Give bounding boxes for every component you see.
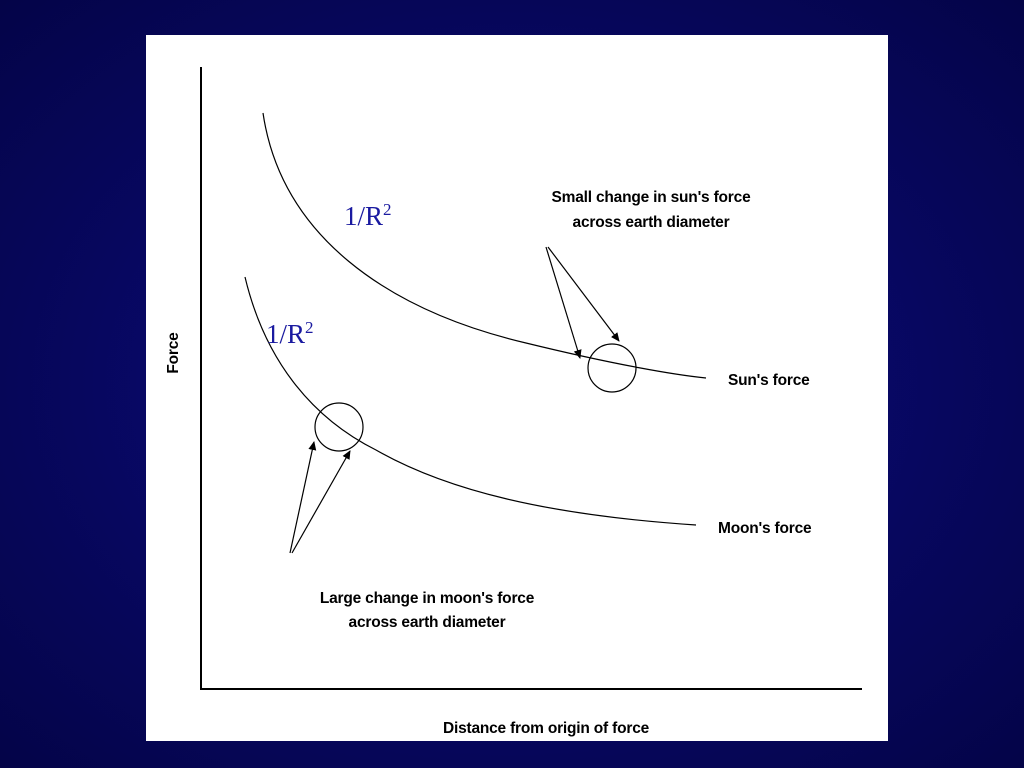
moon-formula-base: 1/R (266, 319, 305, 349)
sun-formula: 1/R2 (344, 200, 392, 231)
figure-panel: Distance from origin of force Force Sun'… (146, 35, 888, 741)
earth-circle-moon (314, 402, 364, 452)
moon-annotation-line1: Large change in moon's force (320, 590, 535, 607)
moon-arrow-left (289, 441, 317, 554)
sun-annotation-line1: Small change in sun's force (552, 189, 752, 206)
sun-curve-label: Sun's force (728, 372, 810, 389)
moon-formula: 1/R2 (266, 318, 314, 349)
y-axis-label: Force (165, 332, 182, 374)
moon-force-curve (244, 276, 697, 526)
moon-curve-label: Moon's force (718, 520, 812, 537)
x-axis-label: Distance from origin of force (443, 720, 650, 737)
sun-arrow-right (547, 246, 620, 342)
sun-formula-exp: 2 (383, 200, 392, 219)
moon-arrow-right (291, 450, 351, 554)
sun-formula-base: 1/R (344, 201, 383, 231)
sun-arrow-left (545, 246, 582, 359)
force-distance-diagram: Distance from origin of force Force Sun'… (165, 67, 862, 737)
sun-annotation-line2: across earth diameter (573, 214, 730, 231)
moon-annotation-line2: across earth diameter (349, 614, 506, 631)
earth-circle-sun (587, 343, 637, 393)
sun-force-curve (262, 112, 707, 379)
moon-formula-exp: 2 (305, 318, 314, 337)
